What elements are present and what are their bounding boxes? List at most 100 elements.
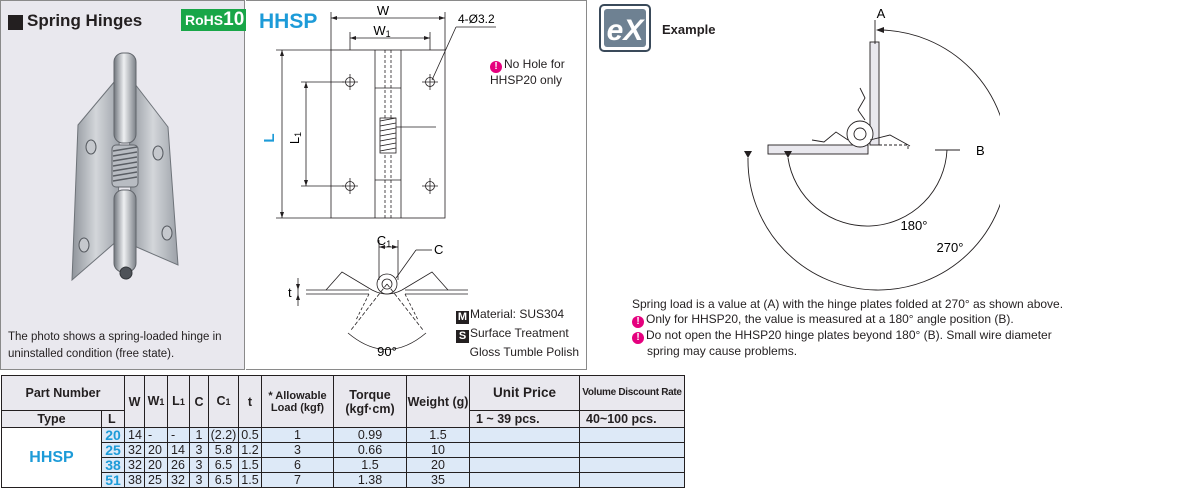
c-cell: 3 [189, 472, 209, 488]
c1-cell: 6.5 [208, 472, 239, 488]
th-weight: Weight (g) [406, 375, 470, 428]
drawing-panel [246, 0, 587, 370]
weight-cell: 1.5 [406, 427, 470, 443]
l1-cell: 14 [167, 442, 190, 458]
th-qty-2: 40~100 pcs. [579, 410, 685, 428]
load-cell: 1 [261, 427, 334, 443]
th-l: L [101, 410, 125, 428]
warning-icon: ! [632, 331, 644, 344]
torque-cell: 1.5 [333, 457, 407, 473]
surface-mark: S [456, 330, 469, 343]
dim-t: t [288, 285, 292, 300]
c-cell: 3 [189, 457, 209, 473]
th-type: Type [1, 410, 102, 428]
dim-l: L [261, 133, 278, 142]
type-cell: HHSP [1, 427, 102, 488]
note-2: !Only for HHSP20, the value is measured … [632, 312, 1063, 328]
th-allowable-load: * Allowable Load (kgf) [261, 375, 334, 428]
w1-cell: 20 [144, 442, 168, 458]
w-cell: 32 [124, 457, 145, 473]
th-c1: C1 [208, 375, 239, 428]
rohs-prefix: RoHS [185, 12, 224, 28]
dim-holes: 4-Ø3.2 [458, 12, 495, 26]
spec-table: Part Number W W1 L1 C C1 t * Allowable L… [1, 375, 685, 488]
table-row: 38 32 20 26 3 6.5 1.5 6 1.5 20 [2, 457, 685, 473]
product-title: Spring Hinges [27, 11, 143, 30]
rohs-number: 10 [223, 9, 245, 30]
weight-cell: 10 [406, 442, 470, 458]
point-b: B [976, 143, 985, 158]
photo-caption: The photo shows a spring-loaded hinge in… [8, 331, 222, 360]
price-cell [469, 457, 580, 473]
hinge-photo [71, 52, 179, 282]
dim-w1: W1 [373, 23, 390, 39]
price-cell [469, 472, 580, 488]
example-badge: eX [599, 4, 651, 52]
discount-cell [579, 457, 685, 473]
th-w: W [124, 375, 145, 428]
w-cell: 32 [124, 442, 145, 458]
th-unit-price: Unit Price [469, 375, 580, 411]
table-row: 25 32 20 14 3 5.8 1.2 3 0.66 10 [2, 442, 685, 458]
price-cell [469, 442, 580, 458]
l-cell: 25 [101, 442, 125, 458]
load-cell: 3 [261, 442, 334, 458]
price-cell [469, 427, 580, 443]
weight-cell: 20 [406, 457, 470, 473]
l-cell: 51 [101, 472, 125, 488]
c1-cell: 5.8 [208, 442, 239, 458]
table-row: 51 38 25 32 3 6.5 1.5 7 1.38 35 [2, 472, 685, 488]
dim-c1: C1 [377, 233, 391, 249]
l1-cell: - [167, 427, 190, 443]
t-cell: 1.5 [238, 472, 262, 488]
c-cell: 1 [189, 427, 209, 443]
w-cell: 38 [124, 472, 145, 488]
l-cell: 20 [101, 427, 125, 443]
dim-w: W [377, 3, 390, 18]
th-c: C [189, 375, 209, 428]
angle-180: 180° [901, 218, 928, 233]
discount-cell [579, 472, 685, 488]
note-3: !Do not open the HHSP20 hinge plates bey… [632, 328, 1063, 344]
example-label: Example [662, 22, 716, 37]
spring-notes: Spring load is a value at (A) with the h… [632, 297, 1063, 358]
table-row: HHSP 20 14 - - 1 (2.2) 0.5 1 0.99 1.5 [1, 427, 685, 488]
warning-icon: ! [632, 315, 644, 328]
l1-cell: 26 [167, 457, 190, 473]
torque-cell: 1.38 [333, 472, 407, 488]
l1-cell: 32 [167, 472, 190, 488]
warning-icon: ! [490, 61, 502, 73]
discount-cell [579, 442, 685, 458]
th-part-number: Part Number [1, 375, 125, 411]
note-3-continued: spring may cause problems. [647, 343, 798, 358]
note-1: Spring load is a value at (A) with the h… [632, 297, 1064, 311]
point-a: A [877, 6, 886, 21]
torque-cell: 0.66 [333, 442, 407, 458]
dim-c: C [434, 242, 443, 257]
rohs-badge: RoHS10 [181, 9, 249, 31]
w-cell: 14 [124, 427, 145, 443]
dim-l1: L1 [287, 132, 303, 144]
material-mark: M [456, 311, 469, 324]
w1-cell: - [144, 427, 168, 443]
t-cell: 0.5 [238, 427, 262, 443]
l-cell: 38 [101, 457, 125, 473]
weight-cell: 35 [406, 472, 470, 488]
th-qty-1: 1 ~ 39 pcs. [469, 410, 580, 428]
surface-value: Gloss Tumble Polish [469, 345, 579, 359]
torque-cell: 0.99 [333, 427, 407, 443]
th-t: t [238, 375, 262, 428]
title-square-icon [8, 15, 23, 30]
load-cell: 7 [261, 472, 334, 488]
discount-cell [579, 427, 685, 443]
th-torque: Torque (kgf·cm) [333, 375, 407, 428]
svg-text:eX: eX [607, 14, 646, 47]
th-w1: W1 [144, 375, 168, 428]
c-cell: 3 [189, 442, 209, 458]
w1-cell: 25 [144, 472, 168, 488]
th-l1: L1 [167, 375, 190, 428]
technical-drawing: W W1 4-Ø3.2 L L1 C1 C t 90° [261, 3, 496, 359]
angle-90: 90° [377, 344, 397, 359]
load-cell: 6 [261, 457, 334, 473]
